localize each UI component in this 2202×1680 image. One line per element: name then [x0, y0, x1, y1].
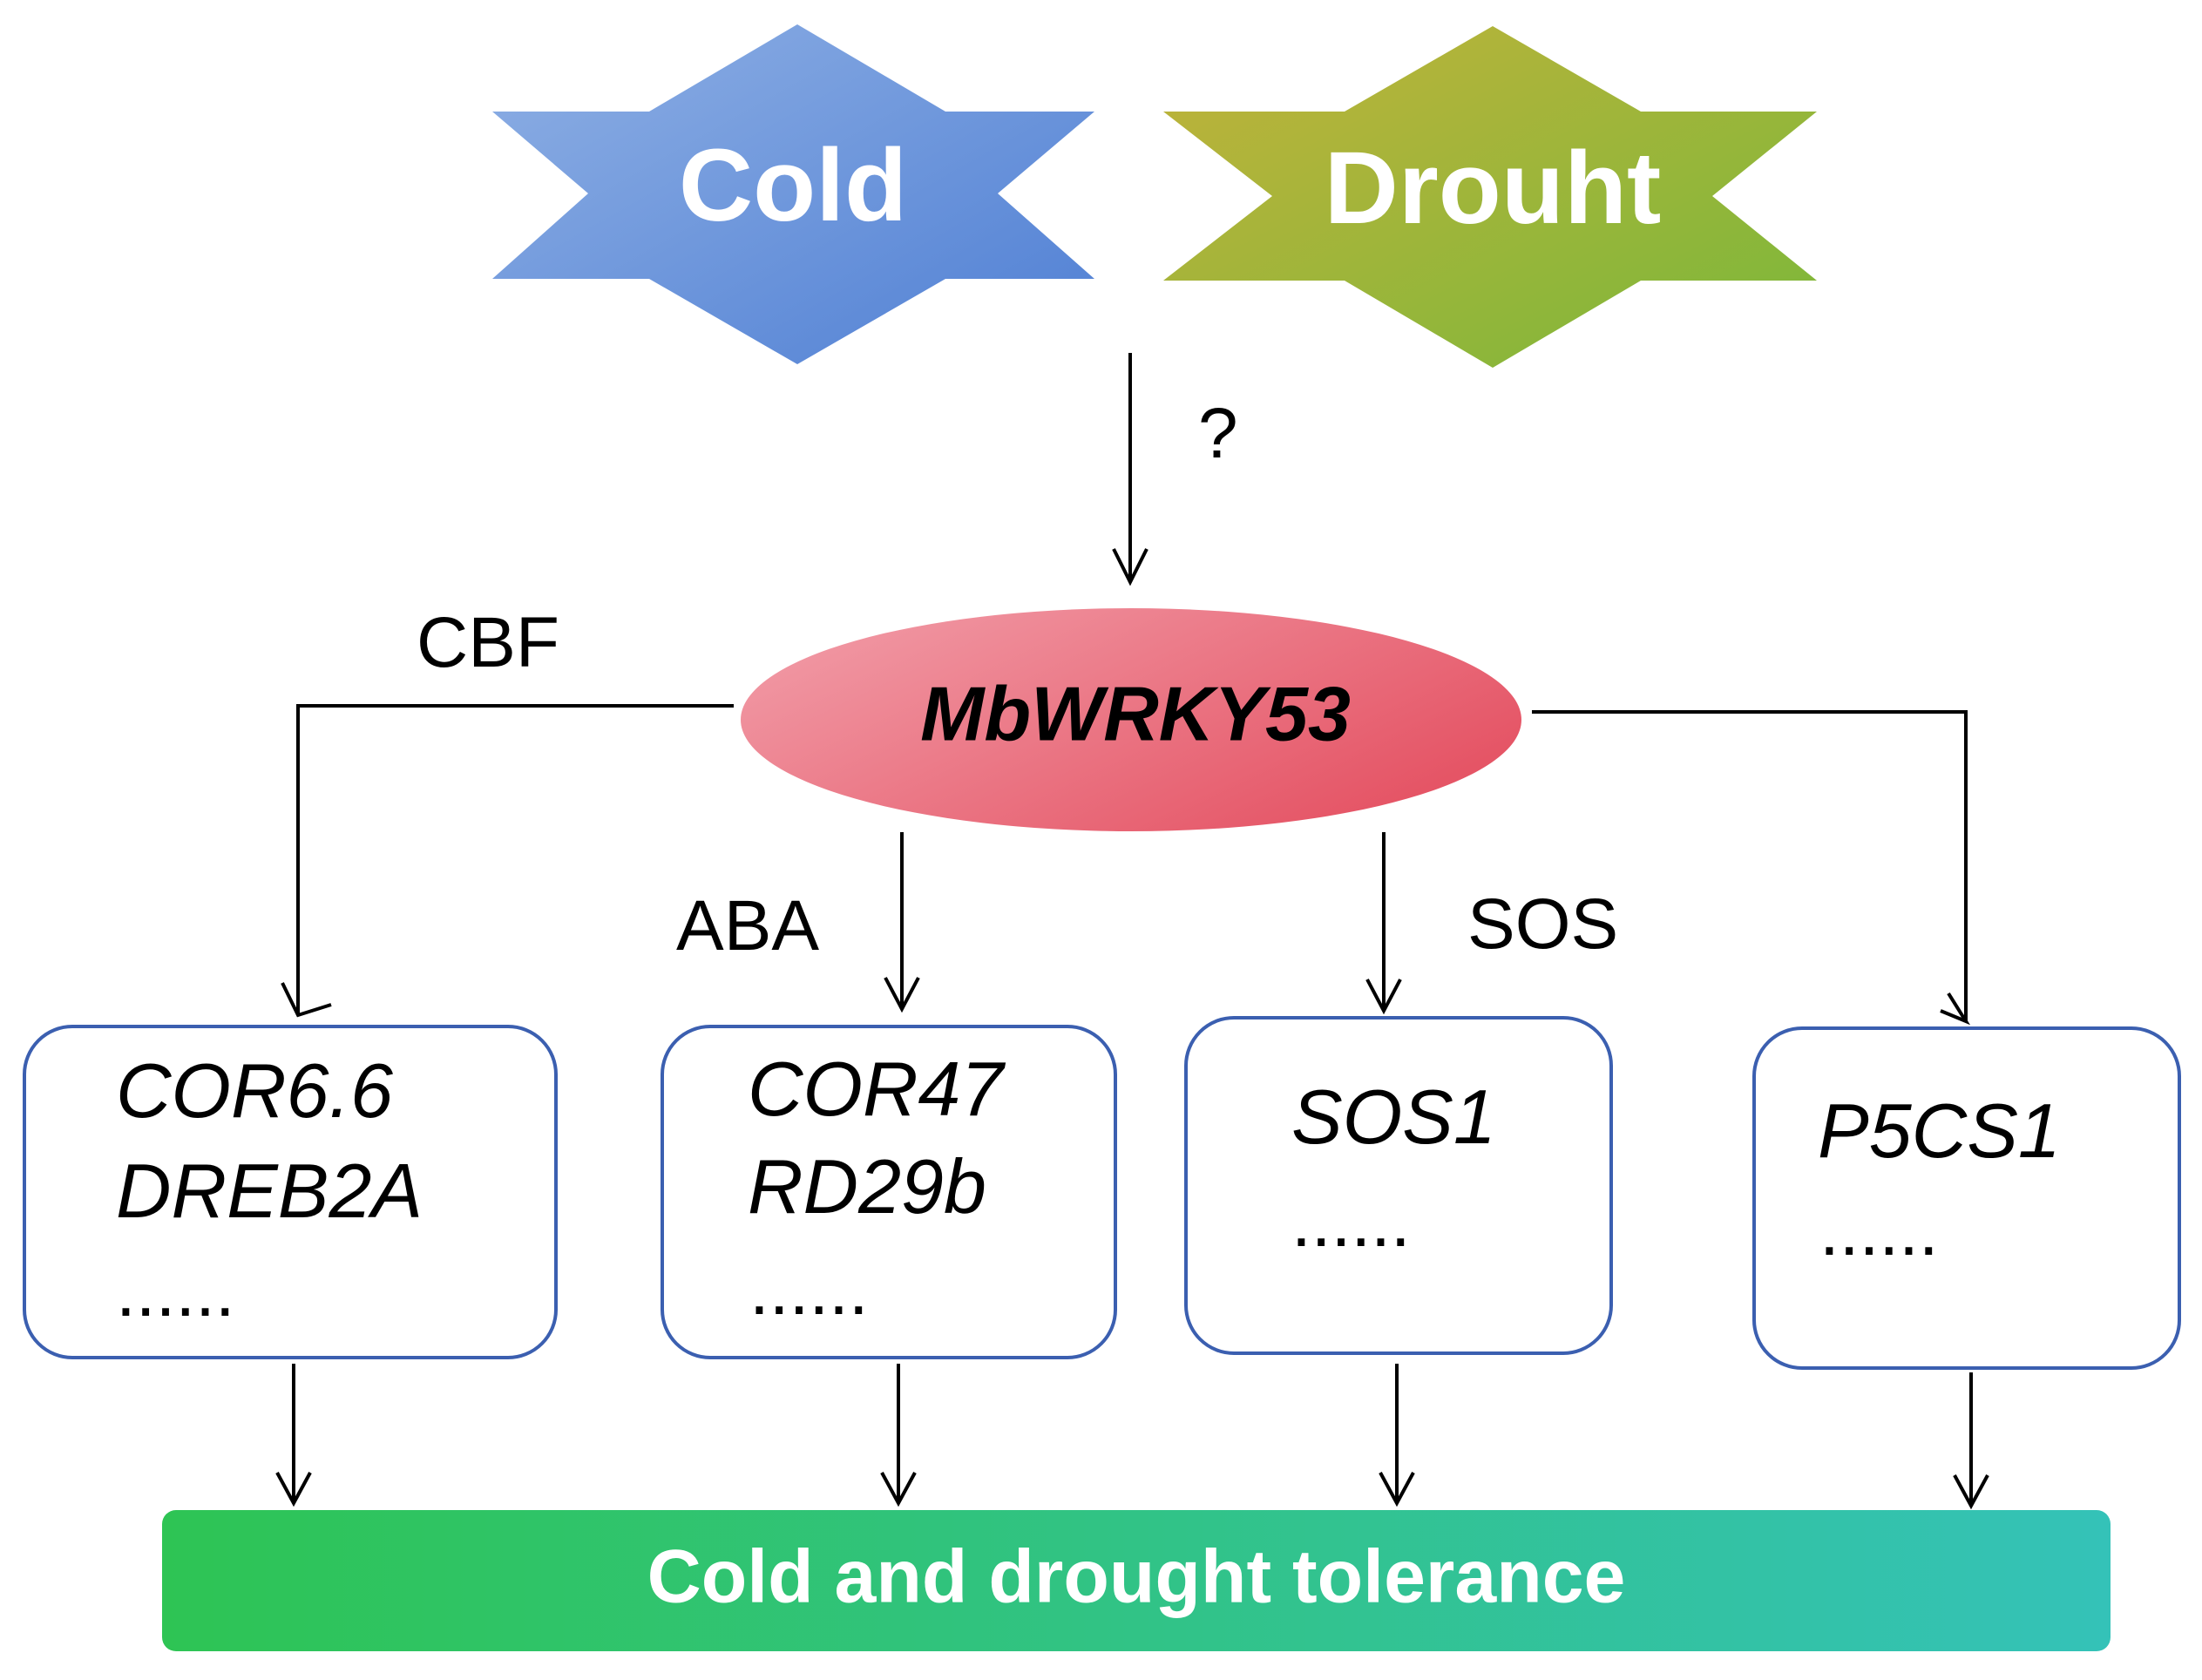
- gene-ellipsis: ......: [116, 1252, 235, 1331]
- gene-box-p5cs: P5CS1 ......: [1752, 1026, 2181, 1370]
- gene-box-frame: [1184, 1016, 1613, 1355]
- gene-ellipsis: ......: [1291, 1182, 1411, 1262]
- gene-box-frame: [661, 1025, 1117, 1359]
- gene-ellipsis: ......: [1819, 1191, 1939, 1270]
- gene-name: COR47: [748, 1046, 1006, 1132]
- box-to-outcome-arrows: [275, 1364, 1989, 1510]
- drought-star-shape: [1163, 26, 1817, 368]
- gene-name: RD29b: [748, 1143, 986, 1230]
- gene-box-sos: SOS1 ......: [1184, 1016, 1613, 1355]
- gene-name: COR6.6: [116, 1047, 393, 1134]
- pathway-label-aba: ABA: [676, 886, 819, 965]
- gene-box-frame: [1752, 1026, 2181, 1370]
- stress-cold: Cold: [492, 24, 1094, 364]
- unknown-label: ?: [1198, 394, 1238, 473]
- outcome-bar: Cold and drought tolerance: [162, 1510, 2111, 1651]
- gene-ellipsis: ......: [749, 1250, 869, 1330]
- gene-box-cbf: COR6.6 DREB2A ......: [23, 1025, 558, 1359]
- connector-aba: [884, 832, 920, 1013]
- pathway-label-cbf: CBF: [417, 603, 559, 682]
- cold-star-shape: [492, 24, 1094, 364]
- cold-label: Cold: [679, 128, 907, 243]
- connector-sos: [1365, 832, 1402, 1015]
- gene-name: P5CS1: [1818, 1087, 2061, 1174]
- connector-cbf: [281, 704, 734, 1018]
- center-node: MbWRKY53: [741, 608, 1521, 831]
- outcome-bar-shape: [162, 1510, 2111, 1651]
- gene-name: SOS1: [1291, 1074, 1496, 1160]
- stress-drought: Drouht: [1163, 26, 1817, 368]
- gene-name: DREB2A: [116, 1148, 423, 1234]
- connector-p5cs: [1532, 710, 1971, 1026]
- drought-label: Drouht: [1325, 131, 1662, 246]
- gene-box-frame: [23, 1025, 558, 1359]
- center-ellipse: [741, 608, 1521, 831]
- center-label: MbWRKY53: [920, 670, 1351, 756]
- stress-to-center-arrow: [1112, 353, 1148, 586]
- outcome-label: Cold and drought tolerance: [647, 1535, 1626, 1619]
- pathway-label-sos: SOS: [1467, 884, 1618, 964]
- gene-box-aba: COR47 RD29b ......: [661, 1025, 1117, 1359]
